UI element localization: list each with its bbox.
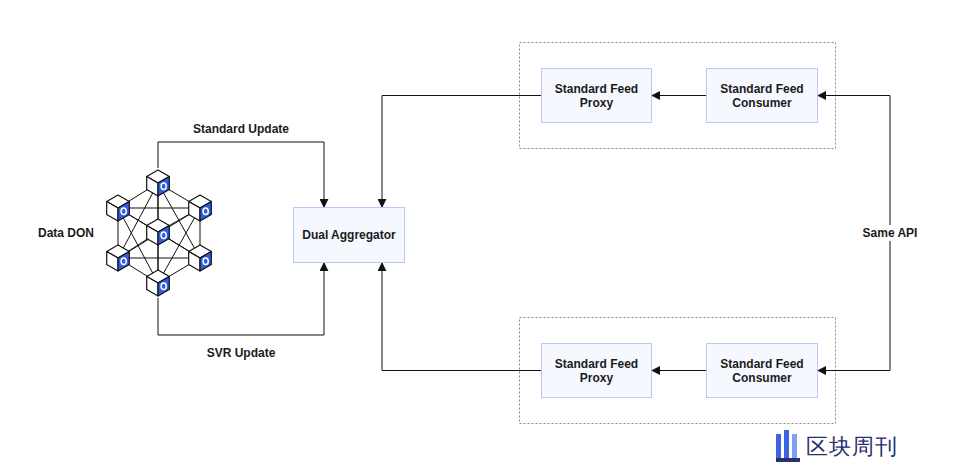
network-node: Data DON — [100, 168, 216, 298]
process-box: Standard Feed Proxy — [541, 343, 652, 398]
edge-label: Same API — [860, 225, 921, 241]
box-label: Standard Feed Proxy — [542, 357, 651, 385]
box-label: Standard Feed Consumer — [707, 357, 817, 385]
connector — [382, 96, 541, 208]
watermark-logo — [776, 430, 800, 462]
process-box: Standard Feed Consumer — [706, 68, 818, 123]
process-box: Standard Feed Consumer — [706, 343, 818, 398]
edge-label: SVR Update — [204, 345, 279, 361]
process-box: Dual Aggregator — [293, 207, 405, 263]
process-box: Standard Feed Proxy — [541, 68, 652, 123]
box-label: Standard Feed Consumer — [707, 82, 817, 110]
watermark: 区块周刊 — [806, 432, 898, 462]
connector — [158, 263, 324, 335]
connector — [652, 370, 706, 371]
don-illustration — [100, 168, 216, 298]
connector — [652, 95, 706, 96]
dashed-group — [520, 43, 836, 149]
box-label: Dual Aggregator — [296, 228, 402, 242]
network-label: Data DON — [38, 226, 94, 240]
connector — [158, 142, 324, 207]
dashed-group — [520, 318, 836, 424]
box-label: Standard Feed Proxy — [542, 82, 651, 110]
connector — [382, 263, 541, 371]
edge-label: Standard Update — [190, 121, 292, 137]
